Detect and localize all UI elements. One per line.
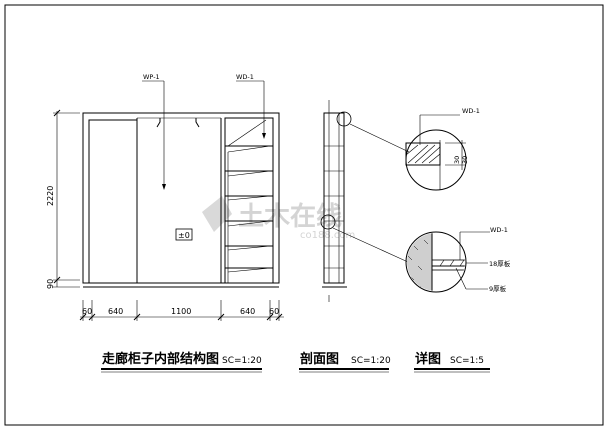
title-plan-text: 走廊柜子内部结构图 bbox=[102, 351, 219, 367]
title-plan: 走廊柜子内部结构图 SC=1:20 bbox=[101, 351, 262, 373]
dim-30a: 30 bbox=[453, 156, 461, 164]
detail-bottom: WD-1 18厚板 9厚板 bbox=[405, 226, 511, 293]
dim-height: 2220 bbox=[46, 186, 55, 206]
leader-wd1: WD-1 bbox=[236, 73, 266, 139]
section-view bbox=[320, 100, 410, 302]
tag-wd1-detail-bottom: WD-1 bbox=[490, 226, 508, 234]
dim-h-2: 640 bbox=[108, 307, 123, 316]
level-marker: ±0 bbox=[175, 228, 193, 241]
tag-wd1-detail-top: WD-1 bbox=[462, 107, 480, 115]
dim-h-5: 60 bbox=[269, 307, 279, 316]
title-plan-scale: SC=1:20 bbox=[222, 356, 262, 366]
title-detail: 详图 SC=1:5 bbox=[414, 351, 490, 373]
title-section-text: 剖面图 bbox=[300, 351, 339, 367]
dim-h-3: 1100 bbox=[171, 307, 191, 316]
label-board18: 18厚板 bbox=[489, 259, 511, 268]
watermark: 土木在线 co188.com bbox=[202, 196, 355, 241]
shelf-lines bbox=[225, 119, 273, 283]
tag-wd1-main: WD-1 bbox=[236, 73, 254, 81]
dim-30b: 30 bbox=[461, 156, 469, 164]
cabinet-elevation bbox=[82, 112, 280, 288]
watermark-sub: co188.com bbox=[300, 230, 355, 241]
dim-h-4: 640 bbox=[240, 307, 255, 316]
tag-wp1: WP-1 bbox=[143, 73, 160, 81]
detail-top: WD-1 30 30 bbox=[405, 107, 480, 191]
title-section: 剖面图 SC=1:20 bbox=[299, 351, 391, 373]
title-detail-text: 详图 bbox=[415, 351, 441, 367]
leader-wp1: WP-1 bbox=[142, 73, 166, 190]
label-board9: 9厚板 bbox=[489, 284, 507, 293]
title-detail-scale: SC=1:5 bbox=[450, 356, 484, 366]
title-section-scale: SC=1:20 bbox=[351, 356, 391, 366]
vertical-dimension: 2220 90 bbox=[46, 109, 80, 289]
watermark-main: 土木在线 bbox=[238, 202, 342, 232]
horizontal-dimension: 60 640 1100 640 60 bbox=[79, 300, 284, 321]
dim-base: 90 bbox=[46, 279, 55, 289]
dim-h-1: 60 bbox=[82, 307, 92, 316]
level-marker-text: ±0 bbox=[178, 231, 190, 240]
drawing-frame bbox=[4, 4, 604, 426]
